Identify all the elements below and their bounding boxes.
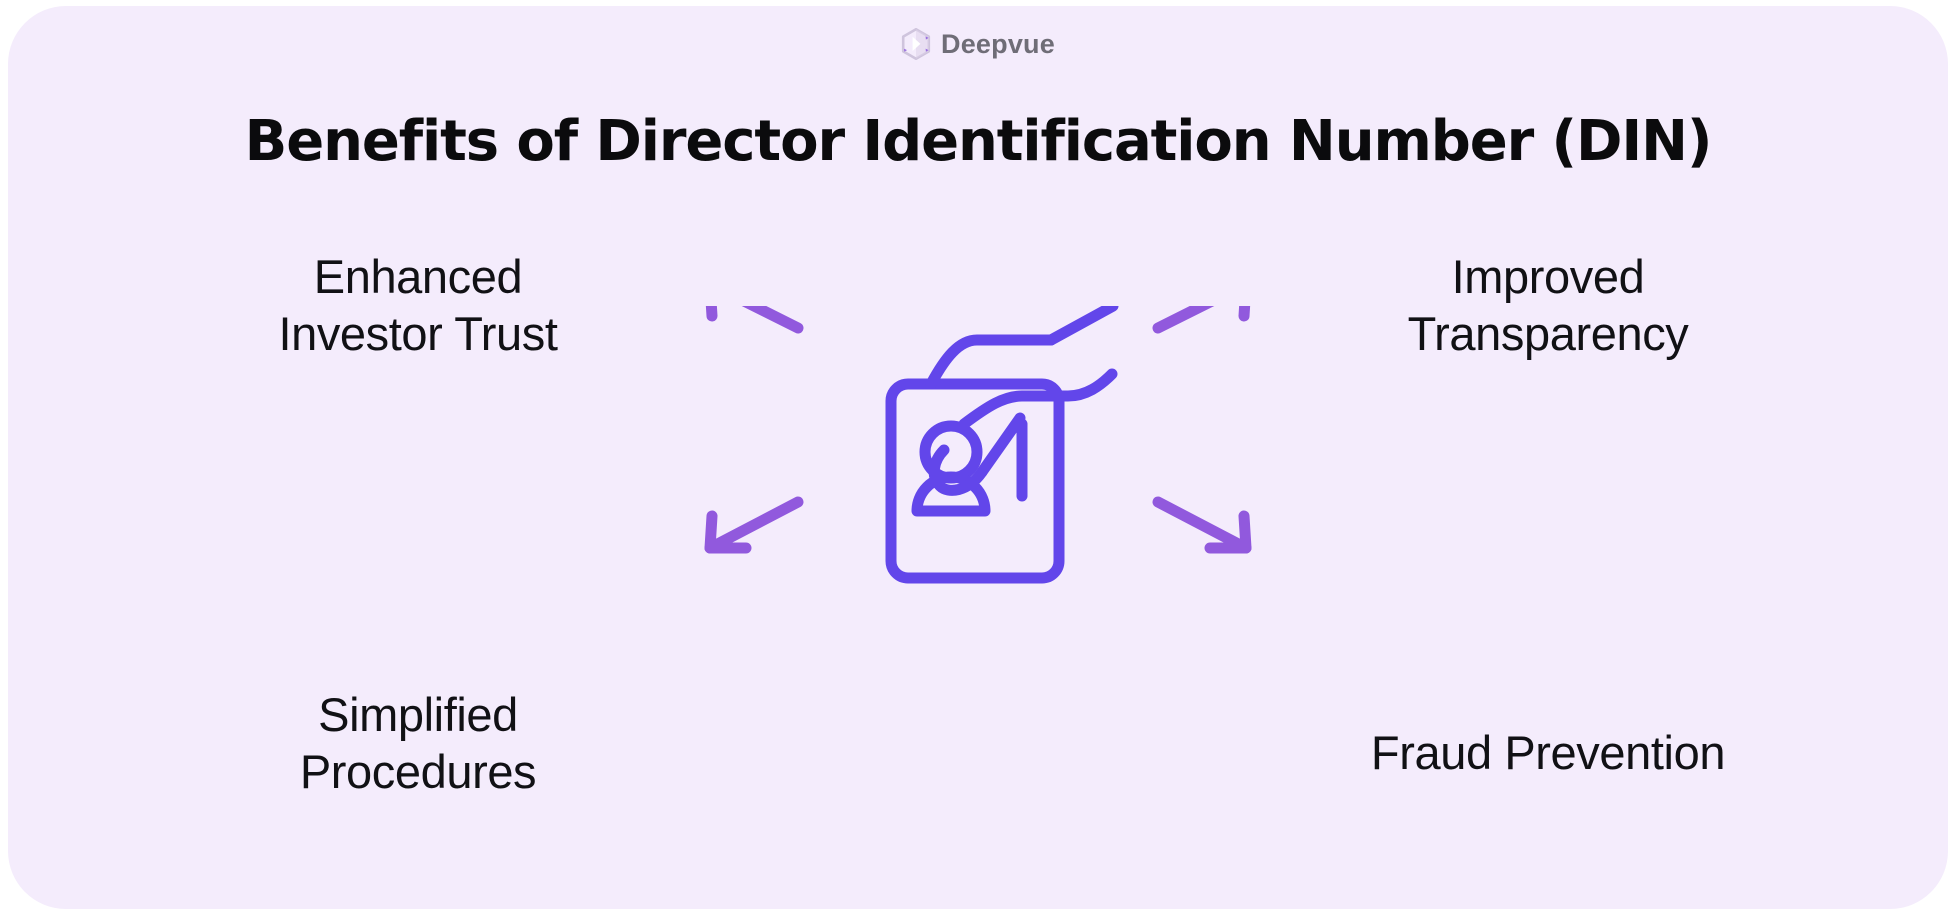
- benefit-label-improved-transparency: Improved Transparency: [1407, 250, 1689, 361]
- page-title: Benefits of Director Identification Numb…: [244, 108, 1713, 174]
- brand-lockup: Deepvue: [8, 27, 1948, 61]
- infographic-card: Deepvue Benefits of Director Identificat…: [8, 6, 1948, 909]
- brand-name: Deepvue: [941, 28, 1055, 59]
- arrow-down-right-icon: [1152, 496, 1252, 554]
- benefit-label-fraud-prevention: Fraud Prevention: [1370, 726, 1726, 779]
- benefit-label-enhanced-investor-trust: Enhanced Investor Trust: [278, 250, 558, 361]
- radial-diagram-graphic: [668, 306, 1288, 726]
- arrow-up-right-icon: [1152, 306, 1251, 334]
- arrow-down-left-icon: [704, 496, 804, 554]
- arrow-up-left-icon: [705, 306, 804, 334]
- id-card-hand-icon: [885, 306, 1119, 584]
- benefit-label-simplified-procedures: Simplified Procedures: [299, 688, 537, 799]
- hexagon-logo-icon: [901, 27, 931, 61]
